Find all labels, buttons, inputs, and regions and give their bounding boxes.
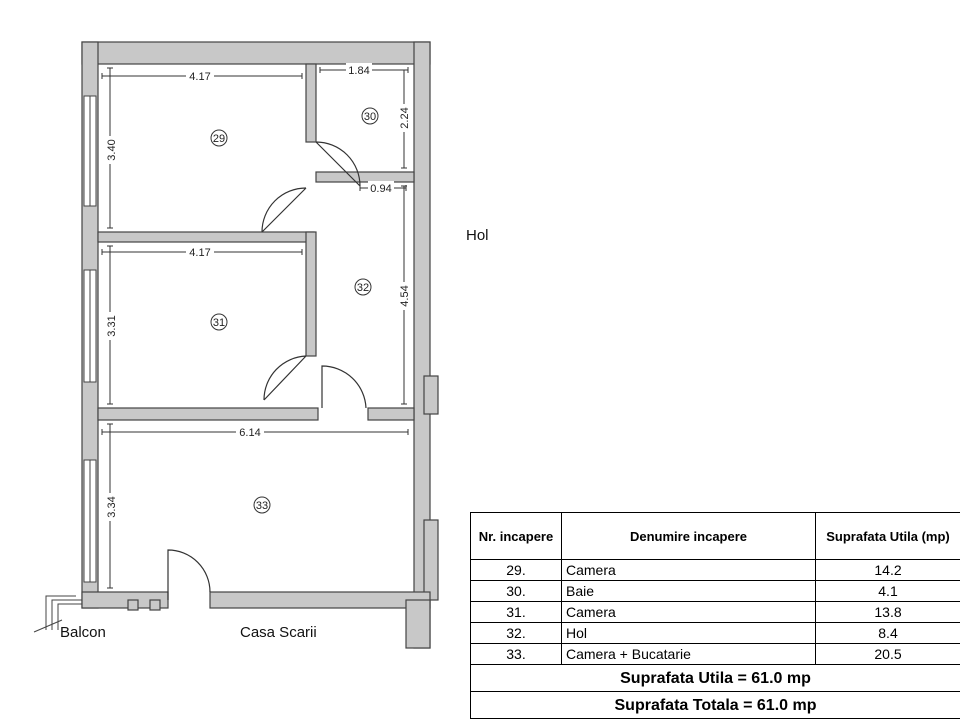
- dim-room30-height: 2.24: [399, 107, 411, 128]
- dim-hall-width: 0.94: [370, 183, 391, 195]
- row-nr: 33.: [470, 643, 562, 665]
- dim-hall-height: 4.54: [399, 285, 411, 306]
- room-numbers: 29 30 32 31 33: [213, 111, 376, 512]
- dim-room31-height: 3.31: [106, 315, 118, 336]
- row-nr: 30.: [470, 580, 562, 602]
- windows: [83, 95, 97, 583]
- room-number-29: 29: [213, 133, 225, 145]
- room-number-33: 33: [256, 500, 268, 512]
- header-nr: Nr. incapere: [470, 512, 562, 560]
- table-header: Nr. incapere Denumire incapere Suprafata…: [470, 512, 960, 560]
- dim-room29-width: 4.17: [189, 71, 210, 83]
- row-name: Baie: [561, 580, 816, 602]
- row-nr: 31.: [470, 601, 562, 623]
- table-row: 29. Camera 14.2: [470, 559, 960, 581]
- header-name: Denumire incapere: [561, 512, 816, 560]
- row-area: 14.2: [815, 559, 960, 581]
- door-room31: [263, 355, 307, 401]
- total-useful: Suprafata Utila = 61.0 mp: [470, 664, 960, 692]
- balcony-rail: [33, 595, 82, 633]
- row-name: Camera + Bucatarie: [561, 643, 816, 665]
- header-area: Suprafata Utila (mp): [815, 512, 960, 560]
- area-table: Nr. incapere Denumire incapere Suprafata…: [470, 512, 960, 719]
- walls: [81, 41, 439, 649]
- row-area: 4.1: [815, 580, 960, 602]
- row-name: Camera: [561, 601, 816, 623]
- row-area: 20.5: [815, 643, 960, 665]
- door-entrance: [167, 549, 211, 600]
- total-useful-row: Suprafata Utila = 61.0 mp: [470, 664, 960, 692]
- table-row: 31. Camera 13.8: [470, 601, 960, 623]
- row-nr: 32.: [470, 622, 562, 644]
- table-row: 30. Baie 4.1: [470, 580, 960, 602]
- dimension-labels: 4.17 3.40 1.84 2.24 0.94 4.54 4.17 3.31 …: [104, 63, 411, 521]
- balcony-label: Balcon: [60, 624, 106, 641]
- row-name: Camera: [561, 559, 816, 581]
- room-markers: [210, 107, 379, 514]
- total-overall-row: Suprafata Totala = 61.0 mp: [470, 691, 960, 719]
- row-area: 8.4: [815, 622, 960, 644]
- room-number-30: 30: [364, 111, 376, 123]
- dim-room31-width: 4.17: [189, 247, 210, 259]
- dim-room33-height: 3.34: [106, 496, 118, 517]
- dim-room30-width: 1.84: [348, 65, 369, 77]
- stairwell-label: Casa Scarii: [240, 624, 317, 641]
- table-row: 32. Hol 8.4: [470, 622, 960, 644]
- dim-room33-width: 6.14: [239, 427, 260, 439]
- door-room29: [261, 187, 307, 233]
- row-name: Hol: [561, 622, 816, 644]
- total-overall: Suprafata Totala = 61.0 mp: [470, 691, 960, 719]
- door-room33-from-hall: [321, 365, 367, 409]
- dim-room29-height: 3.40: [106, 139, 118, 160]
- doors: [167, 141, 367, 600]
- room-number-31: 31: [213, 317, 225, 329]
- row-area: 13.8: [815, 601, 960, 623]
- door-room30: [315, 141, 361, 187]
- hall-label: Hol: [466, 227, 489, 244]
- row-nr: 29.: [470, 559, 562, 581]
- room-number-32: 32: [357, 282, 369, 294]
- table-row: 33. Camera + Bucatarie 20.5: [470, 643, 960, 665]
